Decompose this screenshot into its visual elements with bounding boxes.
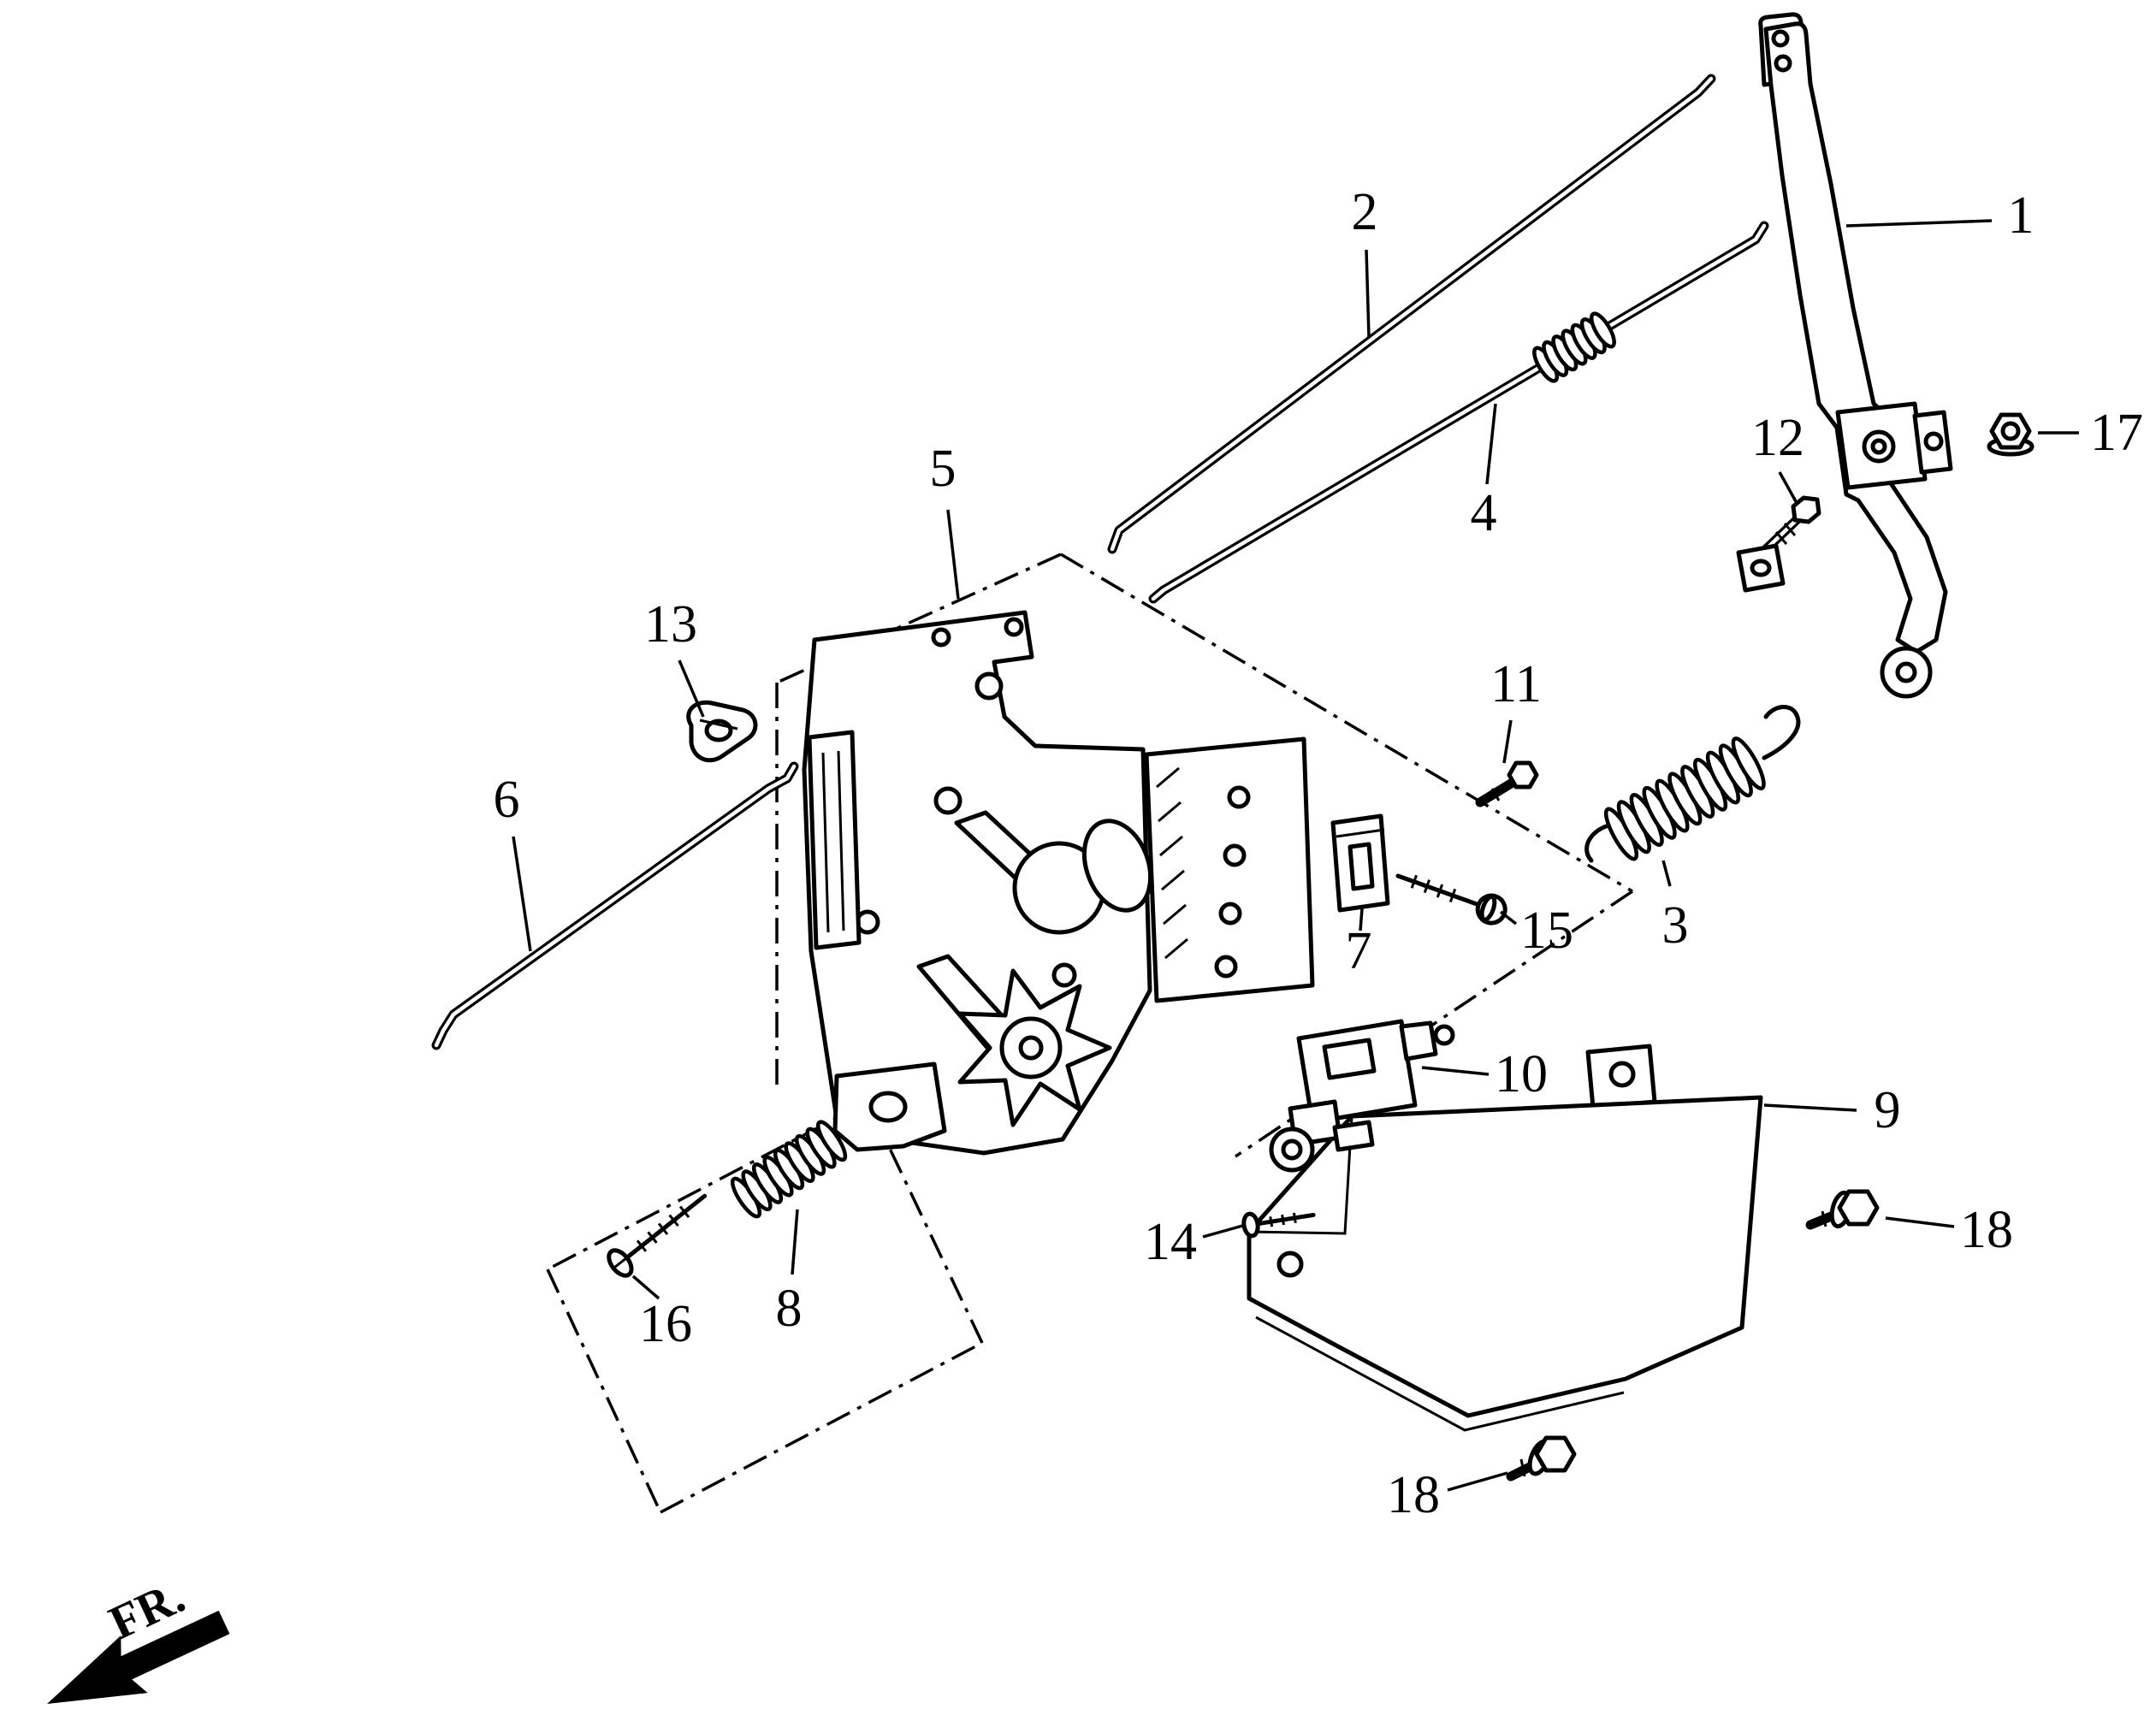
callout-15: 15 <box>1520 902 1573 960</box>
callout-8: 8 <box>776 1280 803 1338</box>
part-16-screw <box>607 1193 708 1278</box>
part-18-flange-bolt-right <box>1805 1189 1880 1230</box>
callout-16-leader <box>631 1274 660 1300</box>
callout-9-leader <box>1763 1103 1857 1112</box>
callout-15-leader <box>1499 910 1518 926</box>
part-13-clip-nut <box>686 700 758 763</box>
part-6-control-rod <box>431 761 799 1050</box>
callout-7-leader <box>1359 908 1364 931</box>
part-4-rod-with-spring <box>1148 221 1769 604</box>
callout-13: 13 <box>644 595 697 654</box>
callout-18-bottom-leader <box>1447 1471 1508 1492</box>
part-5-bracket-assembly <box>802 610 1315 1156</box>
callout-2: 2 <box>1352 183 1378 241</box>
callout-13-leader <box>678 659 705 718</box>
callout-4-leader <box>1485 403 1497 485</box>
callout-12: 12 <box>1751 409 1804 467</box>
fr-indicator: FR. <box>47 1570 230 1704</box>
part-17-flange-nut <box>1987 412 2035 457</box>
callout-12-leader <box>1778 471 1798 504</box>
callout-11-leader <box>1502 719 1513 764</box>
callout-4: 4 <box>1471 484 1497 542</box>
part-9-cover-plate <box>1247 1044 1763 1432</box>
fr-arrow-icon <box>47 1610 230 1704</box>
part-3-return-spring <box>1584 705 1801 863</box>
part-11-pivot-bolt <box>1475 760 1539 807</box>
callout-7: 7 <box>1346 922 1372 980</box>
callout-14-leader <box>1202 1223 1247 1239</box>
part-8-spring <box>730 1120 848 1219</box>
part-18-flange-bolt-bottom <box>1506 1435 1577 1481</box>
callout-6: 6 <box>494 771 520 829</box>
callout-2-leader <box>1365 249 1371 338</box>
callout-1: 1 <box>2008 186 2035 245</box>
callout-1-leader <box>1845 219 1993 228</box>
callout-5: 5 <box>930 440 957 498</box>
callout-17: 17 <box>2090 404 2143 462</box>
part-12-bolt-square-plate <box>1736 495 1821 593</box>
callout-3: 3 <box>1662 896 1689 955</box>
callout-18-right-leader <box>1885 1216 1955 1228</box>
callout-3-leader <box>1661 860 1672 887</box>
callout-14: 14 <box>1144 1213 1197 1271</box>
callout-9: 9 <box>1875 1081 1901 1139</box>
part-2-control-rod <box>1107 74 1716 554</box>
callout-6-leader <box>512 836 532 952</box>
part-15-screw <box>1395 873 1507 926</box>
callout-10-leader <box>1421 1066 1490 1076</box>
part-14-screw <box>1241 1211 1316 1239</box>
rod-coil <box>1532 311 1616 383</box>
part-10-solenoid-valve <box>1269 1019 1455 1173</box>
callout-18-right: 18 <box>1960 1201 2013 1259</box>
edge-hatching <box>1156 766 1188 960</box>
callout-11: 11 <box>1490 655 1542 713</box>
callout-16: 16 <box>639 1295 692 1353</box>
callout-18-bottom: 18 <box>1387 1466 1440 1524</box>
callout-8-leader <box>791 1209 799 1275</box>
callout-5-leader <box>946 509 960 600</box>
part-7-slotted-bracket <box>1330 813 1390 913</box>
callout-10: 10 <box>1495 1045 1548 1103</box>
part-1-control-lever <box>1758 12 1953 699</box>
